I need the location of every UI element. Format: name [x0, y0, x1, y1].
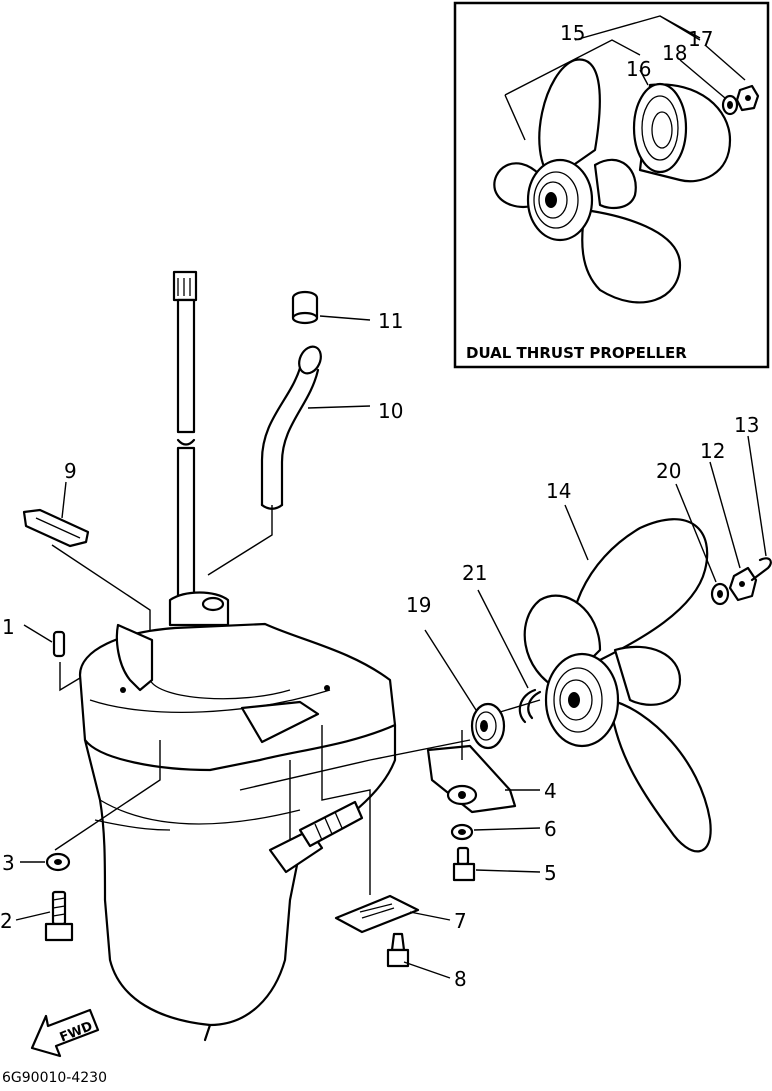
seal-19 [470, 702, 506, 750]
callout-6: 6 [544, 817, 557, 841]
plate-9 [22, 508, 90, 548]
inset-title: DUAL THRUST PROPELLER [466, 344, 687, 362]
inset-washer [721, 94, 739, 116]
callout-9: 9 [64, 459, 77, 483]
callout-11: 11 [378, 309, 403, 333]
dowel-pin-1 [52, 630, 66, 658]
callout-5: 5 [544, 861, 557, 885]
callout-1: 1 [2, 615, 15, 639]
reference-code: 6G90010-4230 [2, 1070, 107, 1086]
callout-16: 16 [626, 57, 651, 81]
bushing-11 [291, 290, 319, 325]
propeller-14 [523, 518, 712, 853]
callout-3: 3 [2, 851, 15, 875]
fwd-arrow-icon: FWD [30, 1008, 100, 1058]
screw-8 [386, 932, 410, 968]
callout-19: 19 [406, 593, 431, 617]
callout-15: 15 [560, 21, 585, 45]
washer-3 [45, 852, 71, 872]
cotter-pin-13 [750, 557, 772, 582]
clip-21 [518, 688, 542, 724]
callout-2: 2 [0, 909, 13, 933]
callout-4: 4 [544, 779, 557, 803]
callout-18: 18 [662, 41, 687, 65]
inset-frame: DUAL THRUST PROPELLER [453, 1, 770, 369]
water-tube-10 [260, 345, 322, 510]
callout-7: 7 [454, 909, 467, 933]
callout-13: 13 [734, 413, 759, 437]
washer-20 [710, 582, 730, 606]
washer-6 [450, 823, 474, 841]
lower-casing [78, 591, 397, 1042]
nut-12 [728, 566, 758, 602]
dual-thrust-propeller [493, 58, 682, 304]
drive-shaft [172, 270, 198, 612]
callout-10: 10 [378, 399, 403, 423]
inset-nut [735, 84, 760, 112]
plate-7 [334, 894, 420, 934]
bolt-2 [44, 890, 74, 942]
callout-12: 12 [700, 439, 725, 463]
callout-14: 14 [546, 479, 571, 503]
bolt-5 [452, 846, 476, 882]
propeller-boss-sleeve [632, 82, 732, 183]
anode-4 [426, 744, 517, 814]
callout-21: 21 [462, 561, 487, 585]
callout-8: 8 [454, 967, 467, 991]
callout-20: 20 [656, 459, 681, 483]
callout-17: 17 [688, 27, 713, 51]
